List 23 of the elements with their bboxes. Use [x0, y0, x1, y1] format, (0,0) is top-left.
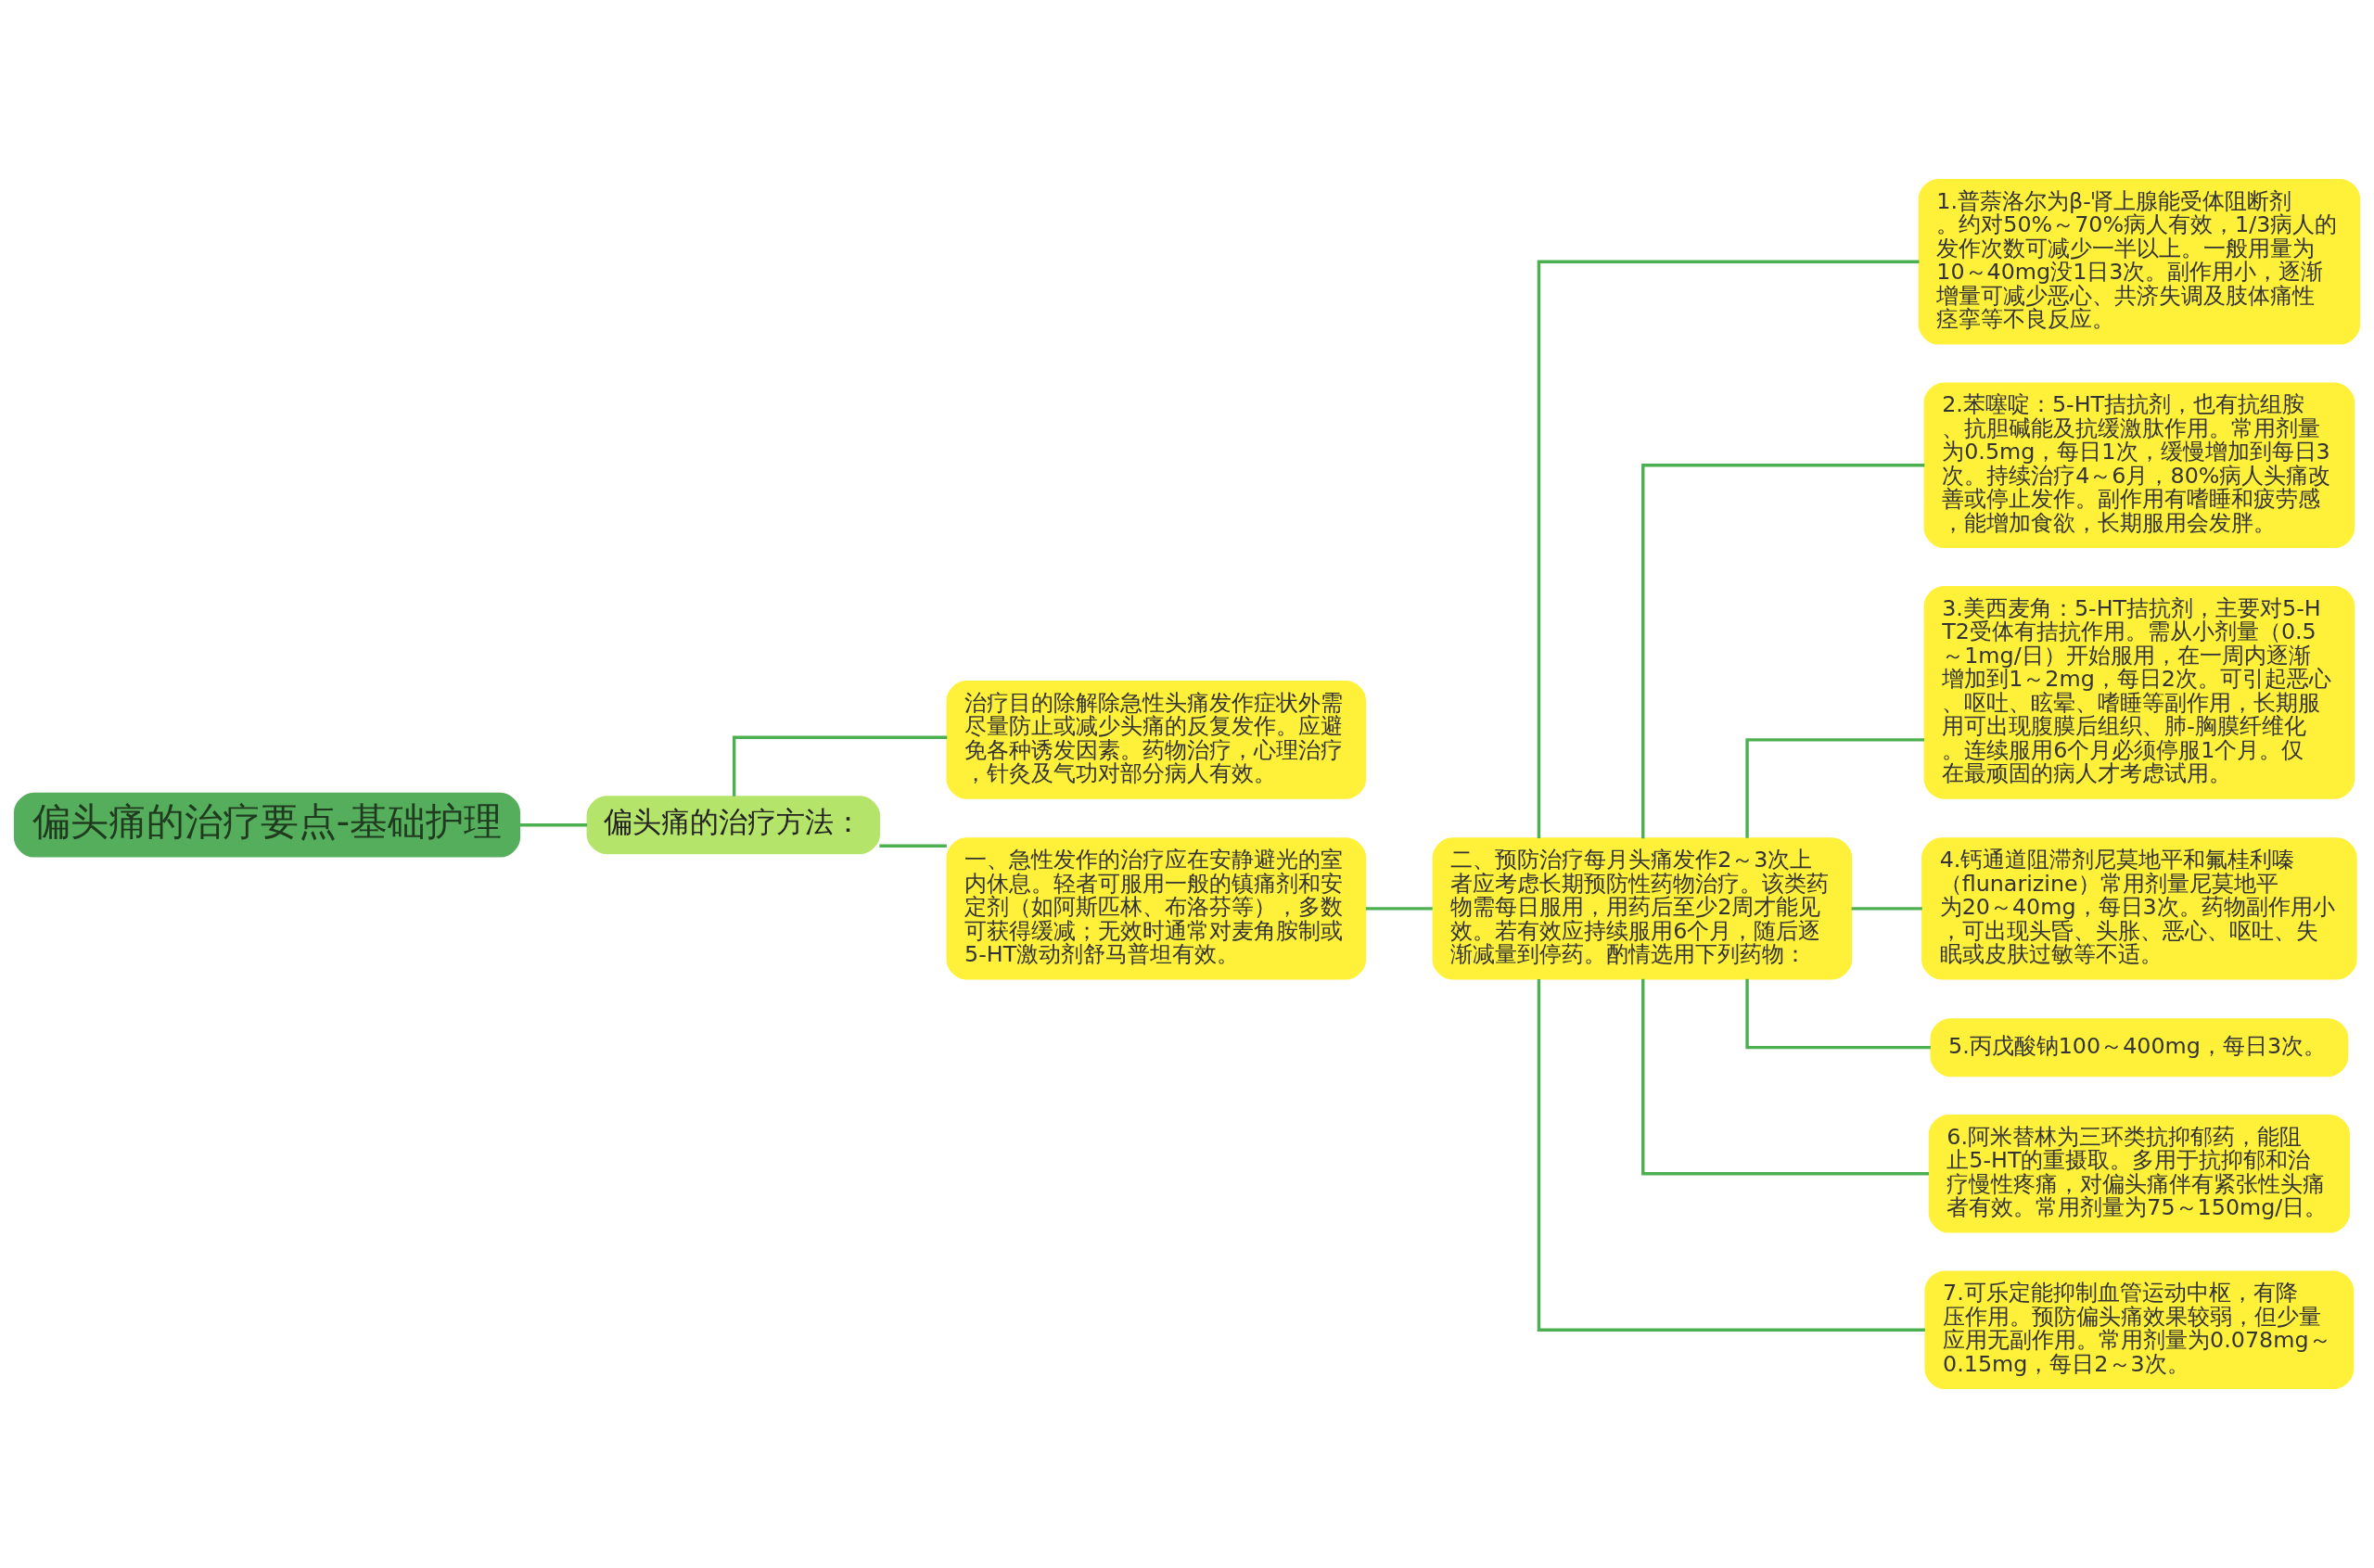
node-box: 5.丙戊酸钠100～400mg，每日3次。 [1930, 1018, 2349, 1077]
node-box: 3.美西麦角：5-HT拮抗剂，主要对5-HT2受体有拮抗作用。需从小剂量（0.5～1mg/日）开始服用，在一周内逐渐增加到1～2mg，每日2次。可引起恶心、呕吐、眩晕、嗜睡等副作用，长期服用可出现腹膜后组织、肺-胸膜纤维化。连续服用6个月必须停服1个月。仅在最顽固的病人才考虑试用。 [1923, 585, 2355, 799]
node-box: 二、预防治疗每月头痛发作2～3次上者应考虑长期预防性药物治疗。该类药物需每日服用，用药后至少2周才能见效。若有效应持续服用6个月，随后逐渐减量到停药。酌情选用下列药物： [1432, 837, 1853, 980]
connector [1745, 738, 1925, 838]
node-box: 2.苯噻啶：5-HT拮抗剂，也有抗组胺、抗胆碱能及抗缓激肽作用。常用剂量为0.5mg，每日1次，缓慢增加到每日3次。持续治疗4～6月，80%病人头痛改善或停止发作。副作用有嗜睡和疲劳感，能增加食欲，长期服用会发胖。 [1923, 382, 2355, 549]
node-box: 治疗目的除解除急性头痛发作症状外需尽量防止或减少头痛的反复发作。应避免各种诱发因素。药物治疗，心理治疗，针灸及气功对部分病人有效。 [946, 681, 1367, 799]
connector [732, 735, 948, 797]
node-box: 偏头痛的治疗要点-基础护理 [13, 792, 521, 858]
connector [879, 844, 947, 848]
connector [1641, 464, 1925, 839]
node-box: 7.可乐定能抑制血管运动中枢，有降压作用。预防偏头痛效果较弱，但少量应用无副作用。常用剂量为0.078mg～0.15mg，每日2～3次。 [1924, 1270, 2355, 1390]
connector [1537, 978, 1925, 1332]
node-box: 4.钙通道阻滞剂尼莫地平和氟桂利嗪（flunarizine）常用剂量尼莫地平为20～40mg，每日3次。药物副作用小，可出现头昏、头胀、恶心、呕吐、失眠或皮肤过敏等不适。 [1921, 837, 2357, 980]
connector [519, 823, 588, 827]
node-box: 6.阿米替林为三环类抗抑郁药，能阻止5-HT的重摄取。多用于抗抑郁和治疗慢性疼痛，对偏头痛伴有紧张性头痛者有效。常用剂量为75～150mg/日。 [1928, 1115, 2351, 1233]
connector [1851, 907, 1922, 911]
node-box: 1.普萘洛尔为β-肾上腺能受体阻断剂。约对50%～70%病人有效，1/3病人的发作次数可减少一半以上。一般用量为10～40mg没1日3次。副作用小，逐渐增量可减少恶心、共济失调及肢体痛性痉挛等不良反应。 [1918, 178, 2361, 345]
connector [1537, 260, 1920, 838]
connector [1745, 978, 1931, 1050]
node-box: 一、急性发作的治疗应在安静避光的室内休息。轻者可服用一般的镇痛剂和安定剂（如阿斯匹林、布洛芬等），多数可获得缓减；无效时通常对麦角胺制或5-HT激动剂舒马普坦有效。 [946, 837, 1367, 980]
connector [1641, 978, 1929, 1176]
connector [1365, 907, 1433, 911]
node-box: 偏头痛的治疗方法： [586, 796, 881, 855]
